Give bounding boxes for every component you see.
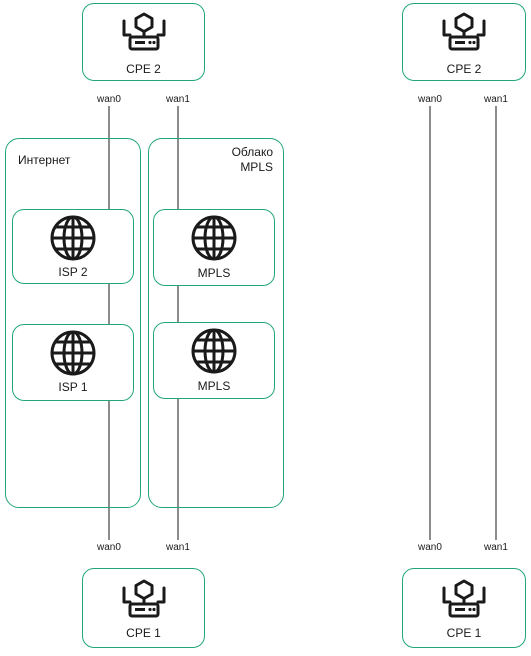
router-icon: [442, 579, 486, 618]
mpls-node-bottom[interactable]: MPLS: [153, 322, 275, 399]
left-cpe2-wan0-label: wan0: [97, 94, 121, 105]
mpls-node-top[interactable]: MPLS: [153, 209, 275, 286]
globe-icon: [50, 215, 96, 261]
right-cpe1-label: CPE 1: [446, 626, 482, 640]
right-cpe2-node[interactable]: CPE 2: [402, 3, 526, 81]
globe-icon: [50, 330, 96, 376]
left-cpe1-node[interactable]: CPE 1: [82, 568, 205, 648]
globe-icon: [191, 215, 237, 261]
left-cpe1-label: CPE 1: [126, 626, 161, 640]
right-cpe2-wan1-label: wan1: [484, 94, 508, 105]
globe-icon: [191, 328, 237, 374]
mpls-cloud-zone: Облако MPLS: [148, 138, 284, 508]
router-icon: [122, 579, 165, 618]
right-cpe1-wan0-label: wan0: [418, 542, 442, 553]
right-cpe2-label: CPE 2: [446, 62, 482, 76]
right-cpe1-node[interactable]: CPE 1: [402, 568, 526, 648]
isp2-node[interactable]: ISP 2: [12, 209, 134, 284]
left-cpe1-wan0-label: wan0: [97, 542, 121, 553]
mpls-top-label: MPLS: [197, 266, 231, 280]
mpls-bottom-label: MPLS: [197, 379, 231, 393]
mpls-cloud-label-line1: Облако: [231, 145, 273, 159]
left-cpe1-wan1-label: wan1: [166, 542, 190, 553]
isp1-label: ISP 1: [58, 380, 88, 394]
router-icon: [442, 12, 486, 51]
router-icon: [122, 12, 165, 51]
isp2-label: ISP 2: [58, 265, 88, 279]
internet-zone: Интернет: [5, 138, 141, 508]
right-cpe1-wan1-label: wan1: [484, 542, 508, 553]
left-cpe2-wan1-label: wan1: [166, 94, 190, 105]
isp1-node[interactable]: ISP 1: [12, 324, 134, 401]
internet-zone-label: Интернет: [18, 153, 71, 167]
mpls-cloud-label: Облако MPLS: [232, 145, 273, 175]
right-cpe2-wan0-label: wan0: [418, 94, 442, 105]
mpls-cloud-label-line2: MPLS: [240, 160, 273, 174]
left-cpe2-label: CPE 2: [126, 62, 161, 76]
left-cpe2-node[interactable]: CPE 2: [82, 3, 205, 81]
